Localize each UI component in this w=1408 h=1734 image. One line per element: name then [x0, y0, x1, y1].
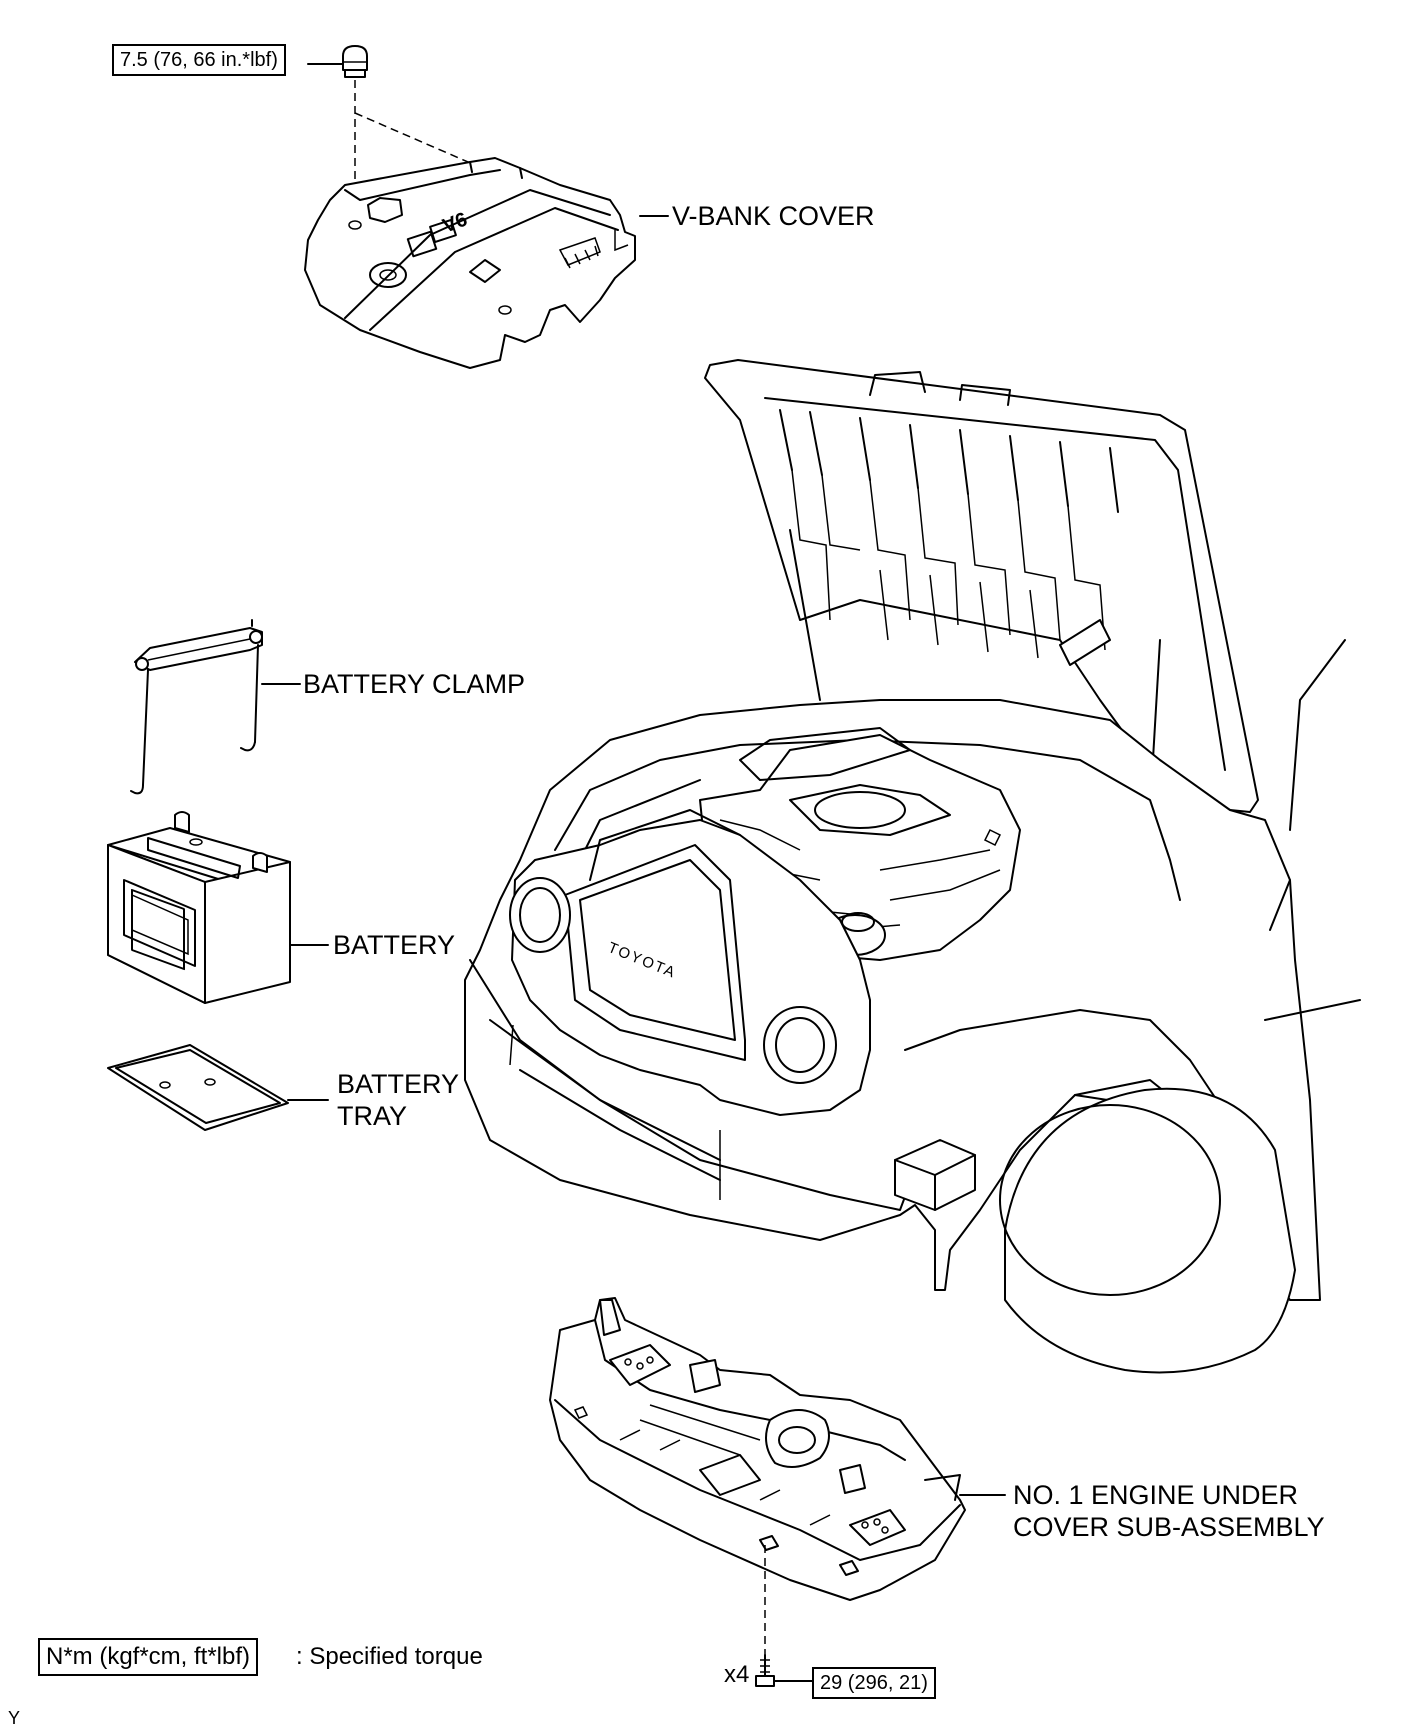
- v-bank-cover-label: V-BANK COVER: [672, 201, 875, 231]
- corner-mark: Y: [8, 1708, 21, 1728]
- battery-tray-label-line2: TRAY: [337, 1101, 408, 1131]
- nut-torque-spec-box: 7.5 (76, 66 in.*lbf): [112, 44, 286, 76]
- nut-icon: [307, 45, 368, 78]
- engine-under-cover-drawing: [549, 1297, 966, 1601]
- v-bank-cover-drawing: [304, 157, 636, 369]
- under-cover-label-line1: NO. 1 ENGINE UNDER: [1013, 1480, 1299, 1510]
- bolt-quantity-label: x4: [724, 1661, 750, 1688]
- under-cover-label-line2: COVER SUB-ASSEMBLY: [1013, 1512, 1325, 1542]
- battery-tray-label-line1: BATTERY: [337, 1069, 460, 1099]
- battery-label: BATTERY: [333, 930, 456, 960]
- battery-drawing: [107, 811, 291, 1004]
- bolt-icon: [755, 1654, 813, 1687]
- battery-tray-drawing: [107, 1044, 289, 1131]
- vehicle-front-drawing: [464, 359, 1361, 1374]
- battery-clamp-label: BATTERY CLAMP: [303, 669, 526, 699]
- torque-legend-text: : Specified torque: [296, 1643, 483, 1670]
- bolt-torque-spec-box: 29 (296, 21): [812, 1667, 936, 1699]
- torque-unit-legend-box: N*m (kgf*cm, ft*lbf): [38, 1638, 259, 1676]
- battery-clamp-drawing: [130, 619, 263, 795]
